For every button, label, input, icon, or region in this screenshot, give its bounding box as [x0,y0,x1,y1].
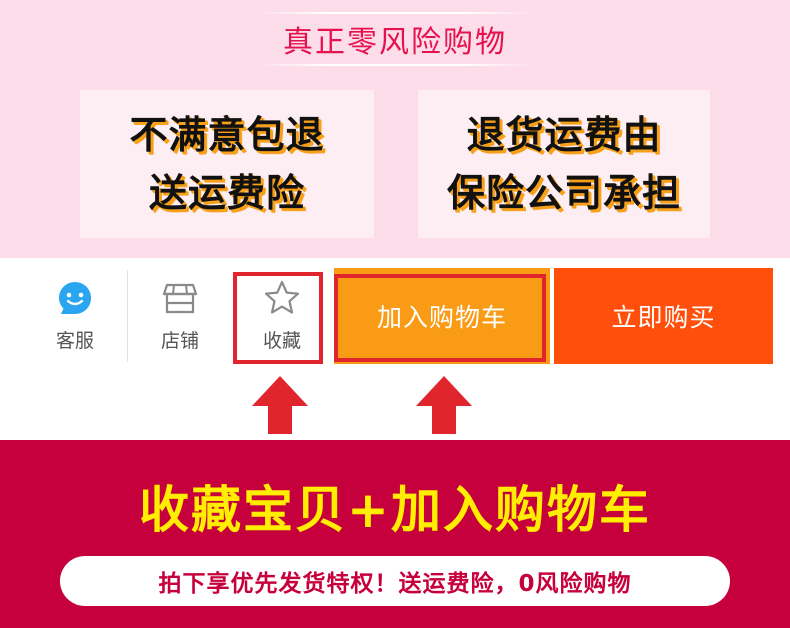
favorite-highlight-frame [233,272,323,364]
promo-headline: 真正零风险购物 [283,25,507,60]
arrow-up-icon [252,376,308,434]
add-to-cart-label: 加入购物车 [376,303,507,332]
bar-divider [127,270,128,362]
headline-frame: 真正零风险购物 [255,12,535,66]
service-label: 客服 [55,329,94,352]
shop-button[interactable]: 店铺 [130,268,230,362]
banner-subtitle: 拍下享优先发货特权！送运费险，0风险购物 [158,571,632,597]
storefront-icon [160,278,200,318]
card-insurance-line-1: 退货运费由 [466,113,662,157]
favorite-label: 收藏 [262,329,301,352]
guarantee-panel: 真正零风险购物 不满意包退 送运费险 退货运费由 保险公司承担 [0,0,790,258]
buy-now-button[interactable]: 立即购买 [554,268,773,364]
card-return-line-1: 不满意包退 [129,113,325,157]
buy-now-label: 立即购买 [611,303,716,332]
service-button[interactable]: 客服 [25,268,125,362]
guarantee-card-insurance: 退货运费由 保险公司承担 [418,90,710,238]
banner-title: 收藏宝贝+加入购物车 [139,481,651,539]
star-outline-icon [262,278,302,318]
chat-bubble-smiley-icon [55,278,95,318]
guarantee-card-return: 不满意包退 送运费险 [80,90,374,238]
favorite-button[interactable]: 收藏 [232,268,332,362]
card-insurance-line-2: 保险公司承担 [446,171,681,215]
banner-subtitle-pill: 拍下享优先发货特权！送运费险，0风险购物 [60,556,730,606]
arrow-up-icon [416,376,472,434]
cart-highlight-frame [334,274,546,362]
add-to-cart-button[interactable]: 加入购物车 [334,268,550,364]
card-return-line-2: 送运费险 [148,171,305,215]
shop-label: 店铺 [160,329,199,352]
